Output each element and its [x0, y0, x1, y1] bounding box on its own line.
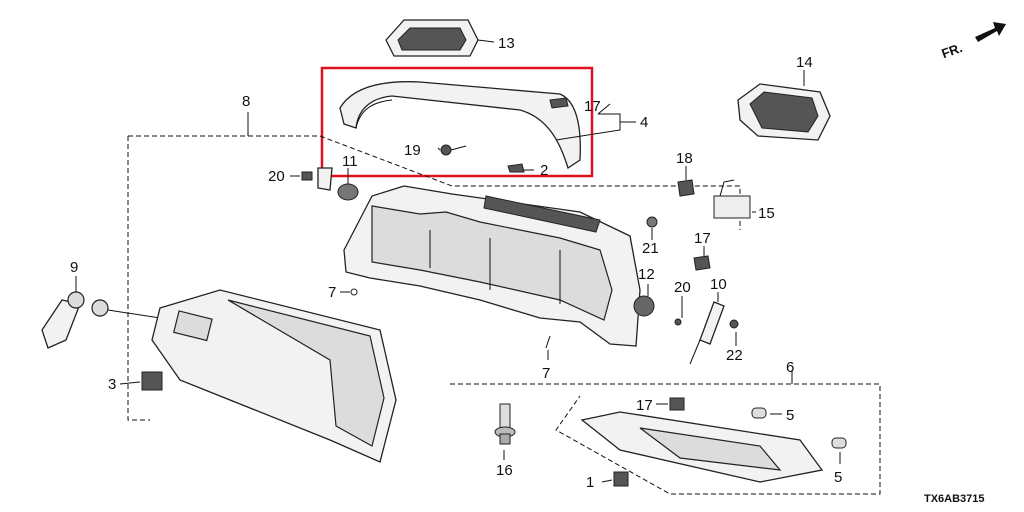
part-10-damper: [689, 301, 725, 365]
callout-9: 9: [70, 259, 78, 276]
part-4-upper-garnish: [320, 66, 594, 178]
callout-2: 2: [540, 162, 548, 179]
callout-4: 4: [640, 114, 648, 131]
glove-box-lid: [151, 289, 397, 463]
callout-11: 11: [342, 153, 358, 170]
part-18-clip: [677, 179, 695, 197]
callout-5: 5: [834, 469, 842, 486]
callout-16: 16: [496, 462, 513, 479]
arrow-icon: [975, 22, 1006, 42]
callout-12: 12: [638, 266, 655, 283]
part-20-clip-upper: [301, 167, 333, 191]
part-1-clip: [613, 471, 629, 487]
part-5-cap-b: [831, 437, 847, 449]
highlight-box: [320, 66, 594, 178]
callout-15: 15: [758, 205, 775, 222]
callout-7: 7: [328, 284, 336, 301]
clip-2: [507, 163, 525, 173]
part-9-lock: [41, 291, 161, 349]
direction-label: FR.: [939, 40, 964, 61]
callout-5: 5: [786, 407, 794, 424]
callout-6: 6: [786, 359, 794, 376]
part-21-clip: [646, 216, 658, 228]
clip-17-top: [549, 97, 569, 109]
callout-21: 21: [642, 240, 659, 257]
callout-17: 17: [636, 397, 653, 414]
callout-17: 17: [694, 230, 711, 247]
part-16-bolt: [494, 403, 516, 445]
callout-14: 14: [796, 54, 813, 71]
part-12-stopper: [633, 295, 655, 317]
callout-20: 20: [268, 168, 285, 185]
part-17-clip-lower: [669, 397, 685, 411]
screw-19: [440, 144, 467, 156]
part-11-knob: [337, 183, 359, 201]
callout-17: 17: [584, 98, 601, 115]
callout-18: 18: [676, 150, 693, 167]
part-22-clip: [729, 319, 739, 329]
part-7-pin-a: [350, 288, 358, 296]
callout-8: 8: [242, 93, 250, 110]
callout-19: 19: [404, 142, 421, 159]
callout-10: 10: [710, 276, 727, 293]
callout-7: 7: [542, 365, 550, 382]
callout-13: 13: [498, 35, 515, 52]
glove-box-frame: [343, 185, 641, 347]
part-20-clip-lower: [674, 318, 682, 326]
part-6-damper: [580, 411, 824, 483]
callout-22: 22: [726, 347, 743, 364]
callout-20: 20: [674, 279, 691, 296]
part-15-label: [713, 179, 751, 219]
part-7-pin-b: [545, 335, 551, 349]
callout-1: 1: [586, 474, 594, 491]
front-direction-indicator: FR.: [939, 22, 1006, 61]
part-13-vent: [385, 19, 495, 57]
part-5-cap-a: [751, 407, 767, 419]
part-17-clip-mid: [693, 255, 711, 271]
diagram-code: TX6AB3715: [924, 493, 985, 505]
callout-3: 3: [108, 376, 116, 393]
part-3-clip: [141, 371, 163, 391]
part-14-vent: [737, 70, 831, 141]
